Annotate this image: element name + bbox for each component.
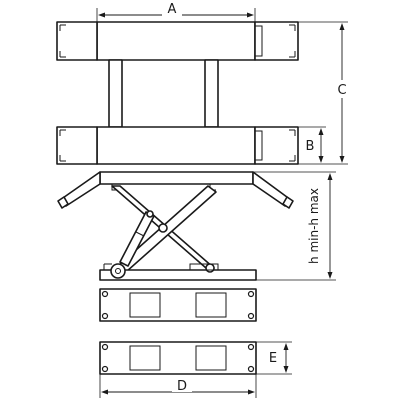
- dimension-e-label: E: [269, 351, 277, 366]
- dimension-h: h min-h max: [253, 171, 336, 281]
- dimension-h-label: h min-h max: [307, 188, 321, 264]
- top-view-lower-platform: [56, 126, 299, 165]
- dimension-d: D: [99, 374, 257, 398]
- dimension-a: A: [96, 2, 256, 22]
- dimension-b-label: B: [306, 139, 315, 154]
- top-view-upper-platform: [56, 21, 299, 61]
- dimension-e: E: [256, 341, 292, 375]
- dimension-c: C: [298, 21, 350, 165]
- top-view-columns: [108, 59, 219, 128]
- dimension-d-label: D: [177, 379, 187, 394]
- side-view-scissor-lift: [57, 171, 294, 281]
- dimension-a-label: A: [168, 2, 177, 17]
- dimension-b: B: [298, 126, 326, 163]
- base-plate-lower: [99, 341, 257, 375]
- base-plate-upper: [99, 288, 257, 322]
- dimension-c-label: C: [337, 83, 346, 98]
